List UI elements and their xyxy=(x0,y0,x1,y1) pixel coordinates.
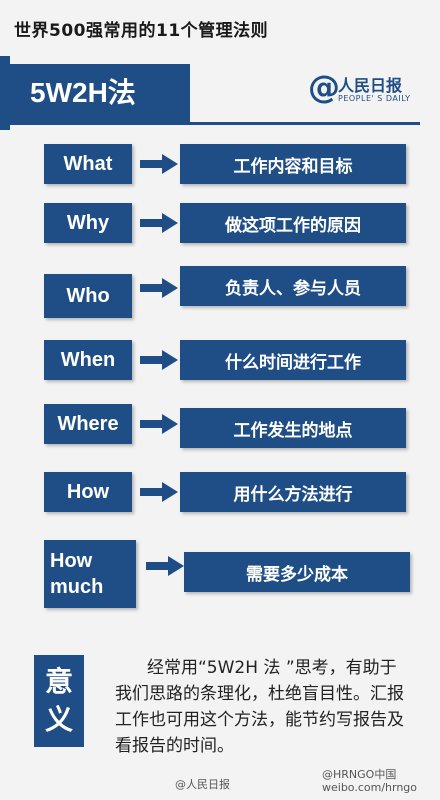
w-desc-box: 工作内容和目标 xyxy=(180,144,406,184)
w-key-box: When xyxy=(44,340,132,380)
w-desc-box: 工作发生的地点 xyxy=(180,408,406,448)
arrow-right-icon xyxy=(140,154,178,174)
w-desc-box: 负责人、参与人员 xyxy=(180,266,406,306)
banner-underline xyxy=(0,122,420,125)
meaning-label: 义 xyxy=(44,703,73,736)
w-key-box: Why xyxy=(44,203,132,243)
w-key-box: Where xyxy=(44,404,132,444)
arrow-right-icon xyxy=(146,556,184,576)
meaning-paragraph: 经常用“5W2H 法 ”思考，有助于我们思路的条理化，杜绝盲目性。汇报工作也可用… xyxy=(115,655,413,759)
watermark-url: weibo.com/hrngo xyxy=(322,781,418,794)
page-title: 世界500强常用的11个管理法则 xyxy=(14,21,269,41)
arrow-right-icon xyxy=(140,414,178,434)
arrow-right-icon xyxy=(140,350,178,370)
logo: @ 人民日报 PEOPLE' S DAILY xyxy=(308,68,428,110)
arrow-right-icon xyxy=(140,213,178,233)
w-desc-box: 用什么方法进行 xyxy=(180,472,406,512)
w-key-box: Who xyxy=(44,274,132,318)
meaning-label: 意 xyxy=(44,665,73,698)
watermark-right: @HRNGO中国 xyxy=(322,768,397,781)
arrow-right-icon xyxy=(140,482,178,502)
logo-name: 人民日报 xyxy=(338,76,403,95)
logo-english: PEOPLE' S DAILY xyxy=(338,94,411,103)
w-key-box: How much xyxy=(44,540,136,608)
watermark-left: @人民日报 xyxy=(175,778,230,791)
meaning-text: 经常用“5W2H 法 ”思考，有助于我们思路的条理化，杜绝盲目性。汇报工作也可用… xyxy=(115,658,404,756)
banner xyxy=(0,64,190,122)
w-key-box: What xyxy=(44,144,132,184)
meaning-label-box: 意 义 xyxy=(34,655,84,747)
w-desc-box: 做这项工作的原因 xyxy=(180,203,406,243)
w-desc-box: 什么时间进行工作 xyxy=(180,340,406,380)
w-desc-box: 需要多少成本 xyxy=(184,552,410,592)
at-sign-icon: @ xyxy=(308,68,340,106)
w-key-box: How xyxy=(44,472,132,512)
banner-label: 5W2H法 xyxy=(30,77,136,108)
arrow-right-icon xyxy=(140,278,178,298)
